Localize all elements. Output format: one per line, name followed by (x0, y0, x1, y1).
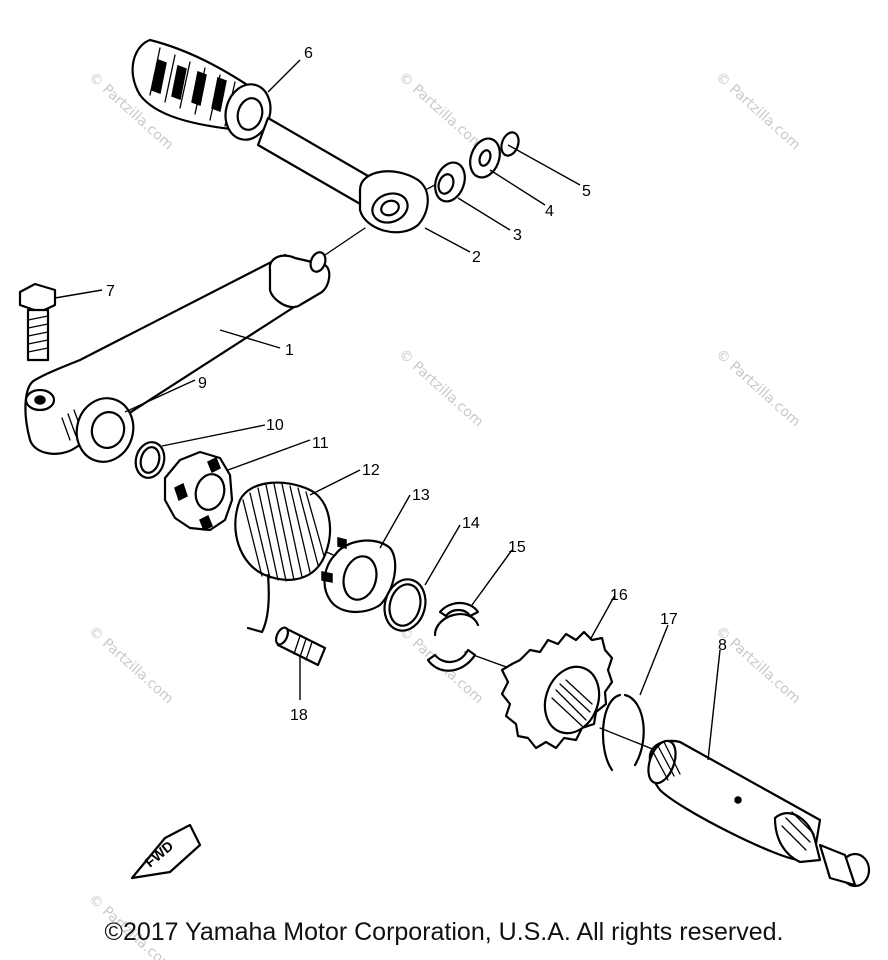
callouts: 1 2 3 4 5 6 7 8 9 10 11 12 13 14 15 16 1… (106, 45, 727, 724)
part-6-kick-grip (131, 38, 272, 141)
part-14-circlip (383, 578, 427, 632)
part-2-boss (358, 170, 429, 234)
callout-12: 12 (362, 462, 380, 479)
part-13-spring-guide (321, 537, 397, 613)
part-12-kick-spring (234, 481, 332, 634)
watermark: © Partzilla.com (85, 623, 176, 707)
part-3-bushing (434, 161, 466, 203)
callout-16: 16 (610, 587, 628, 604)
part-15-clip (426, 601, 480, 672)
callout-18: 18 (290, 707, 308, 724)
fwd-arrow-icon: FWD (130, 823, 202, 880)
callout-4: 4 (545, 203, 554, 220)
part-5-clip (500, 131, 520, 157)
callout-10: 10 (266, 417, 284, 434)
callout-14: 14 (462, 515, 480, 532)
part-18-pin (274, 626, 327, 667)
callout-8: 8 (718, 637, 727, 654)
callout-13: 13 (412, 487, 430, 504)
part-7-bolt (18, 282, 57, 362)
watermark: © Partzilla.com (712, 623, 803, 707)
part-16-kick-gear (500, 630, 614, 750)
callout-15: 15 (508, 539, 526, 556)
callout-11: 11 (312, 435, 329, 452)
callout-1: 1 (285, 342, 294, 359)
watermark: © Partzilla.com (395, 69, 486, 153)
callout-6: 6 (304, 45, 313, 62)
part-17-circlip (601, 693, 645, 772)
callout-5: 5 (582, 183, 591, 200)
callout-3: 3 (513, 227, 522, 244)
watermark: © Partzilla.com (712, 69, 803, 153)
part-11-ratchet (163, 450, 234, 532)
copyright-notice: ©2017 Yamaha Motor Corporation, U.S.A. A… (104, 918, 784, 946)
watermark: © Partzilla.com (395, 346, 486, 430)
callout-17: 17 (660, 611, 678, 628)
part-4-washer (469, 137, 501, 179)
part-9-oil-seal (75, 397, 135, 463)
callout-9: 9 (198, 375, 207, 392)
callout-7: 7 (106, 283, 115, 300)
callout-2: 2 (472, 249, 481, 266)
watermark: © Partzilla.com (712, 346, 803, 430)
part-10-circlip (134, 441, 166, 479)
leader-lines (54, 59, 721, 761)
kick-crank-arm (256, 116, 377, 207)
part-8-kick-axle (647, 739, 871, 888)
